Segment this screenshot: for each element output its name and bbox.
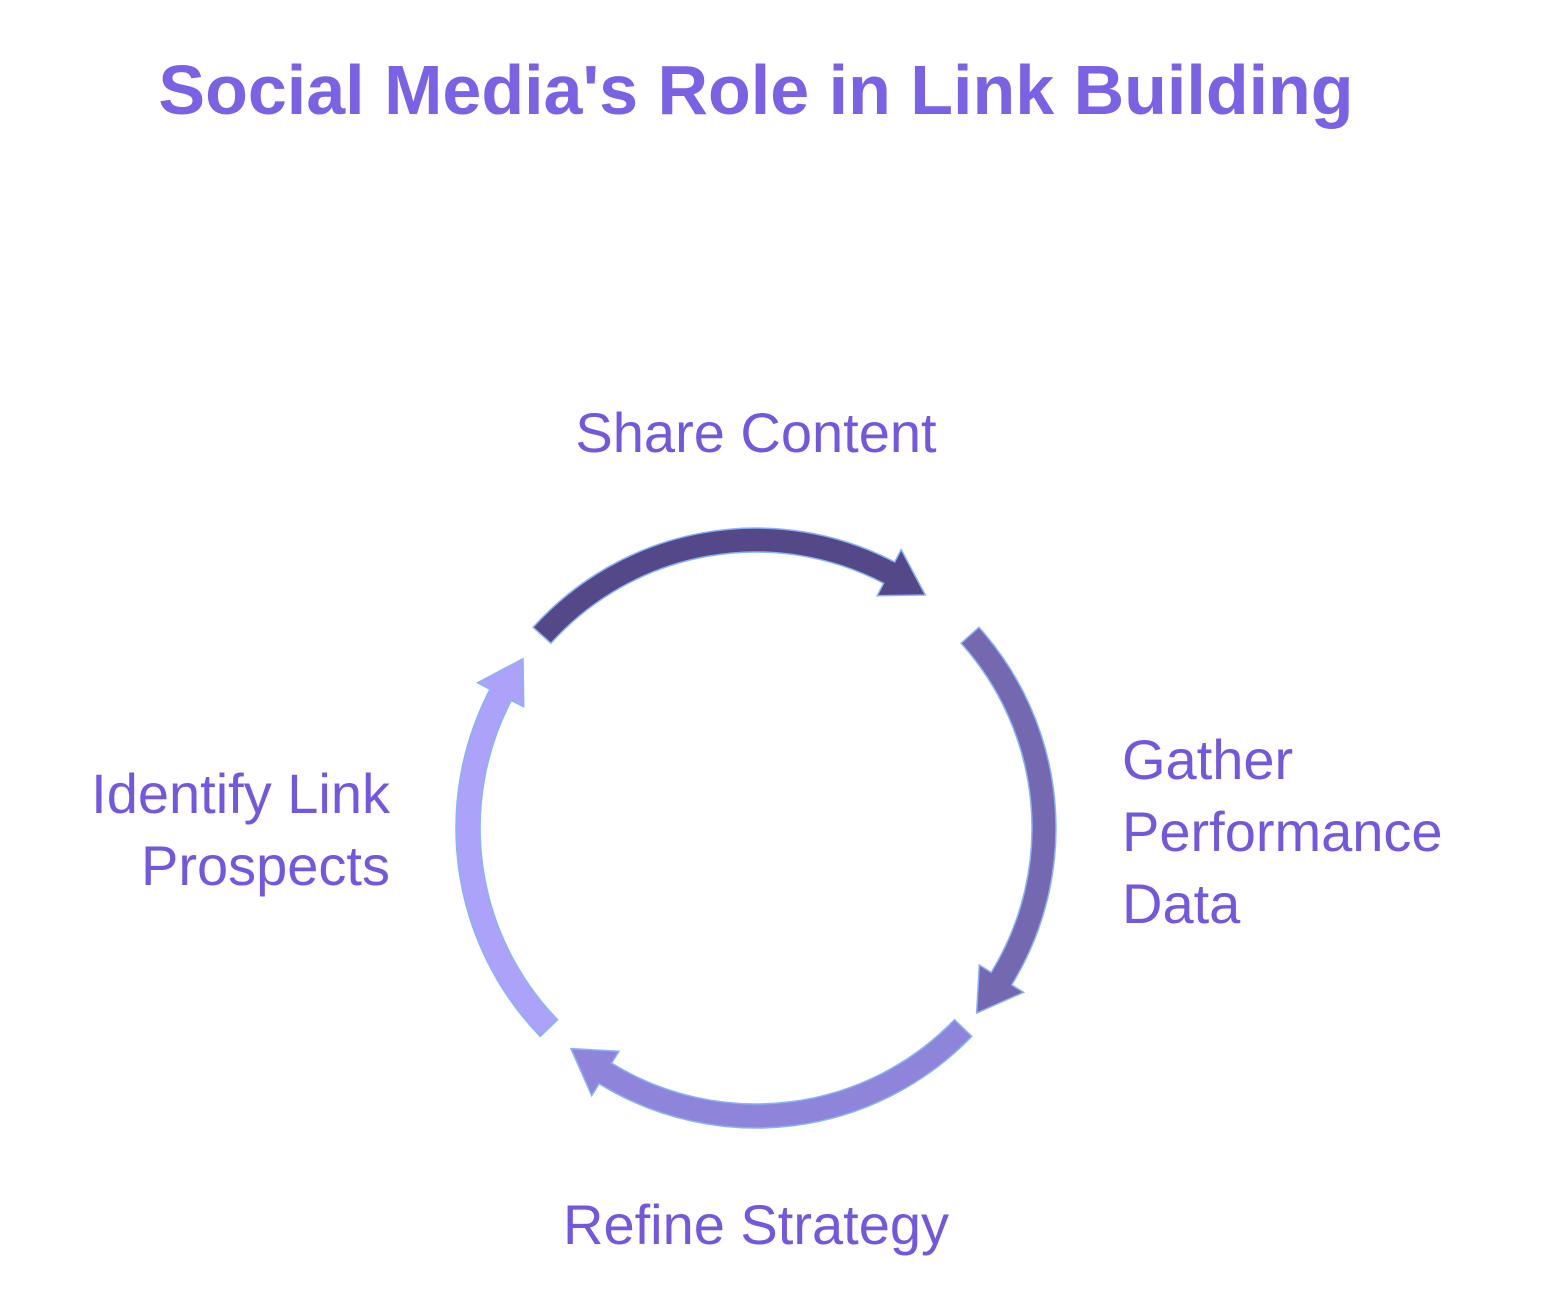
step-label-line: Prospects xyxy=(141,834,390,897)
step-label-gather-performance-data: Gather Performance Data xyxy=(1122,724,1522,940)
step-label-identify-link-prospects: Identify Link Prospects xyxy=(40,758,390,902)
step-label-share-content: Share Content xyxy=(456,397,1056,469)
step-label-line: Identify Link xyxy=(91,762,390,825)
step-label-line: Share Content xyxy=(575,401,937,464)
arrow-refine-strategy xyxy=(569,1018,973,1129)
step-label-line: Data xyxy=(1122,872,1241,935)
arrow-identify-link-prospects xyxy=(455,657,559,1038)
arrow-share-content xyxy=(532,527,927,645)
step-label-line: Performance xyxy=(1122,800,1443,863)
step-label-line: Refine Strategy xyxy=(563,1193,949,1256)
page-title: Social Media's Role in Link Building xyxy=(158,51,1354,129)
step-label-line: Gather xyxy=(1122,728,1294,791)
step-label-refine-strategy: Refine Strategy xyxy=(456,1189,1056,1261)
arrow-gather-performance-data xyxy=(960,626,1057,1015)
